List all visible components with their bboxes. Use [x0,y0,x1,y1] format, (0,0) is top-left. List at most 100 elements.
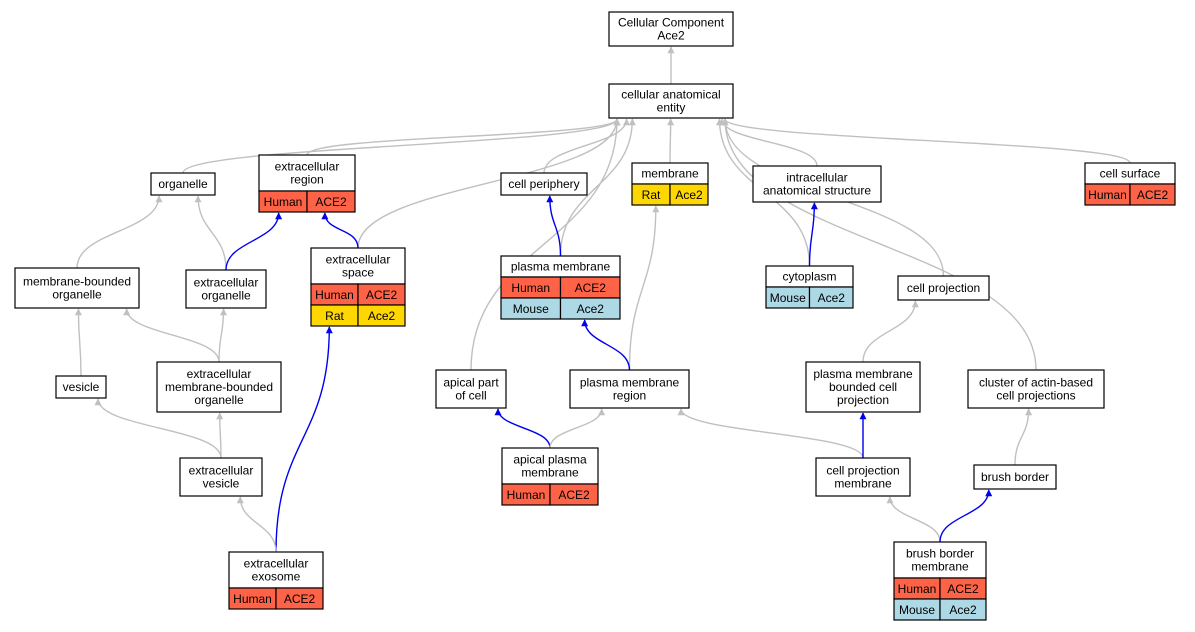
node-title-line: vesicle [203,477,240,491]
node-box [156,361,282,413]
node-organelle[interactable]: organelle [150,172,216,196]
species-label: Rat [325,309,344,323]
annotation-cell [559,297,621,320]
node-title-line: extracellular [275,160,340,174]
edge-exspace-to-cae [357,118,621,249]
node-title-line: anatomical structure [763,184,871,198]
edge-organelle-to-cae [182,118,621,174]
gene-label: ACE2 [315,195,347,209]
edge-apm-to-apical [494,408,551,449]
node-title-line: plasma membrane [580,376,680,390]
edge-pmr-to-membrane [628,205,660,371]
gene-label: Ace2 [949,603,977,617]
node-title-line: cell projection [826,464,899,478]
node-title-line: plasma membrane [813,367,913,381]
node-title-line: cell surface [1100,167,1161,181]
edge-apical-to-cae [470,118,621,371]
species-label: Human [1088,188,1127,202]
node-title-line: extracellular [326,253,391,267]
node-box [973,464,1057,490]
node-title-line: organelle [201,289,251,303]
node-vesicle[interactable]: vesicle [55,375,107,399]
node-cellproj[interactable]: cell projection [897,275,990,301]
gene-label: Ace2 [577,302,605,316]
node-title-line: extracellular [189,464,254,478]
node-box [258,154,356,192]
node-title-line: cluster of actin-based [979,376,1093,390]
edge-exosome-to-exves [236,496,277,553]
species-label: Human [315,288,354,302]
edge-pmbcp-to-cellproj [862,300,919,363]
edge-cpm-to-pmr [677,408,864,459]
node-box [897,275,990,301]
edge-cluster-to-cae [721,118,1037,371]
node-title-line: projection [837,393,889,407]
node-title-line: cellular anatomical [621,88,720,102]
node-title-line: vesicle [63,380,100,394]
edge-exr-to-cae [306,118,621,156]
node-title-line: plasma membrane [511,260,611,274]
node-periphery[interactable]: cell periphery [500,172,588,196]
species-label: Rat [642,188,661,202]
node-box [501,447,599,485]
species-label: Mouse [513,302,549,316]
node-title-line: region [613,389,646,403]
species-label: Human [264,195,303,209]
node-box [435,369,507,409]
edge-surface-to-cae [721,118,1131,164]
node-title-line: cell projection [907,281,980,295]
annotation-cell [306,190,356,213]
gene-label: ACE2 [558,488,590,502]
node-title-line: intracellular [786,171,847,185]
edge-exmbo-to-exo [218,308,228,363]
node-brush[interactable]: brush border [973,464,1057,490]
node-title-line: cytoplasm [782,270,836,284]
species-label: Human [507,488,546,502]
edge-bbm-to-brush [939,489,993,543]
node-title-line: membrane [641,167,699,181]
node-title-line: apical plasma [513,453,587,467]
edge-cytoplasm-to-ias [808,202,818,267]
node-title-line: region [290,173,323,187]
node-title-line: extracellular [187,367,252,381]
node-title-line: cell periphery [508,177,579,191]
species-label: Human [898,582,937,596]
edge-pm-to-periphery [546,195,562,257]
annotation-cell [275,587,324,610]
edge-exves-to-exmbo [216,412,224,459]
node-box [179,457,263,497]
annotation-cell [1129,183,1176,206]
edge-ias-to-cae [718,118,818,167]
edge-exves-to-vesicle [94,398,222,459]
node-title-line: organelle [158,177,208,191]
species-label: Human [511,281,550,295]
node-title-line: extracellular [244,557,309,571]
species-label: Mouse [770,291,806,305]
edge-brush-to-cluster [1014,408,1033,466]
edge-mbo-to-organelle [76,195,163,269]
node-title-line: organelle [194,393,244,407]
node-box [310,247,406,285]
